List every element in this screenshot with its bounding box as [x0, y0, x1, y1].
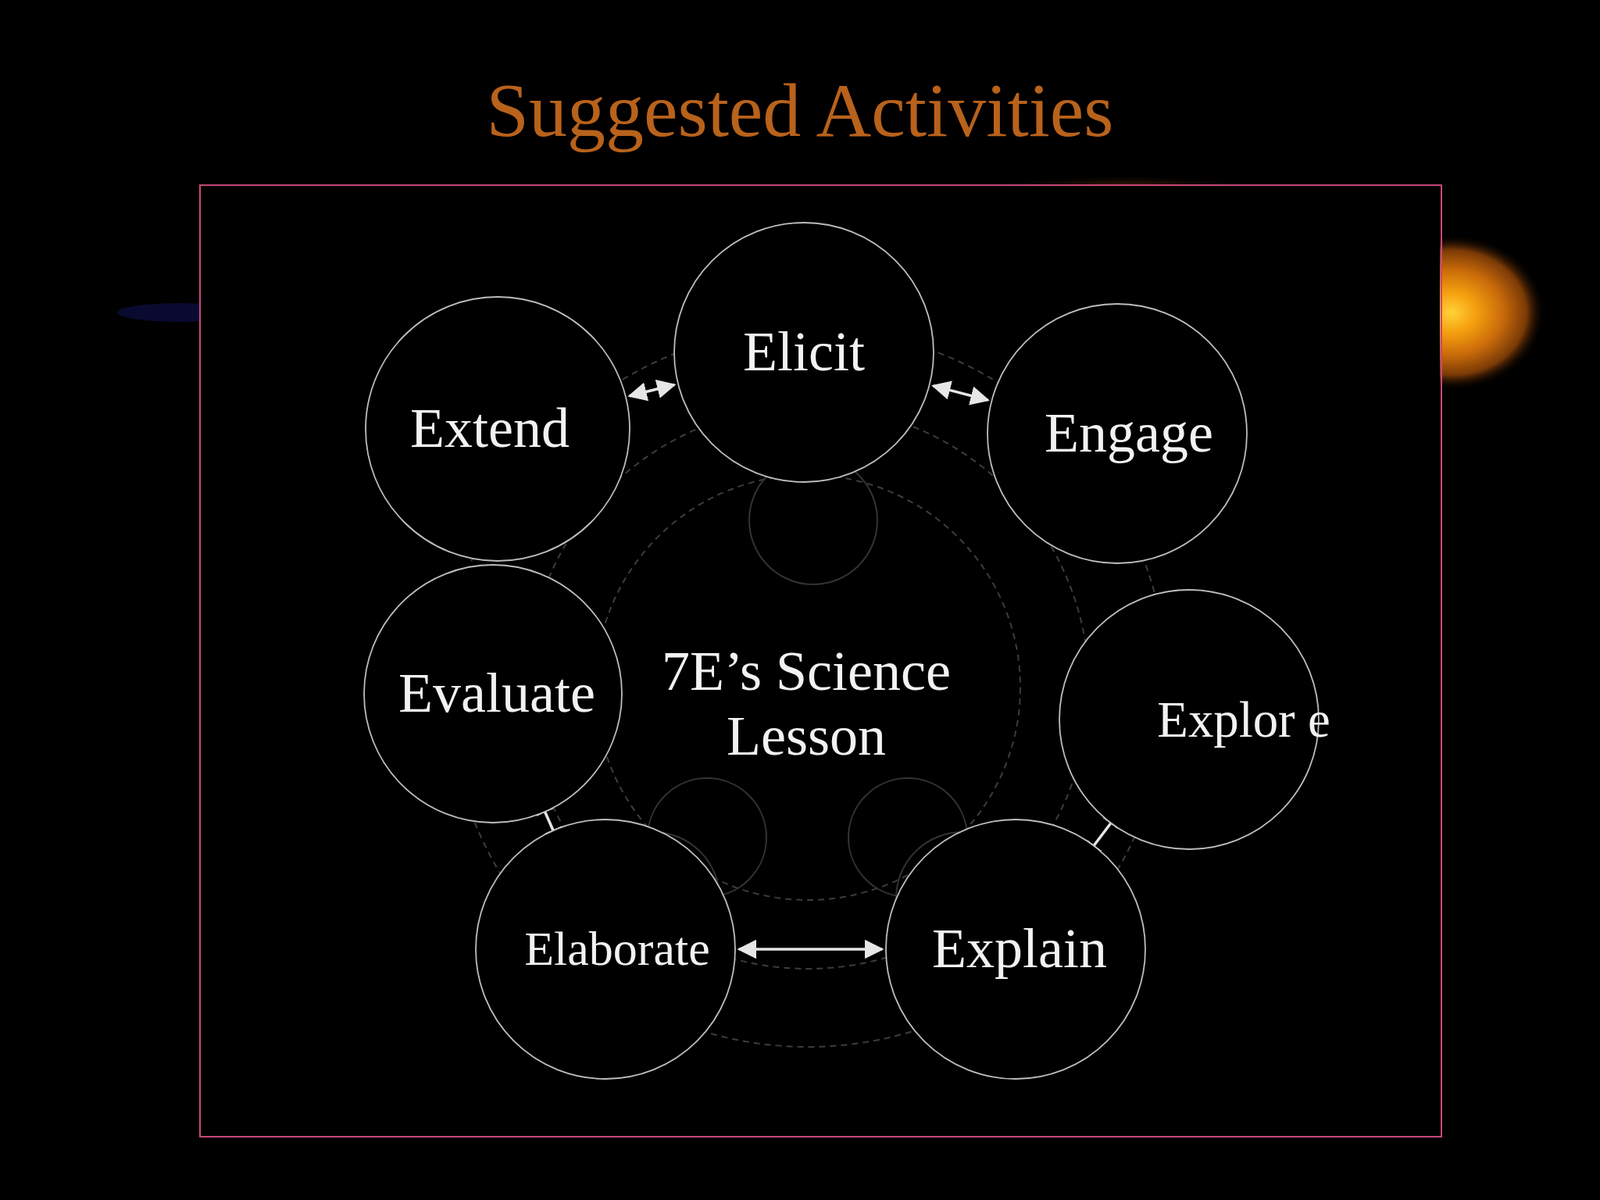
stage-circle: Explor e [1058, 589, 1320, 850]
stage-name: Elaborate [524, 923, 711, 975]
stage-circle: Explain [885, 818, 1147, 1080]
circle-content: Evaluate [363, 564, 623, 824]
circle-content: Engage [986, 303, 1248, 565]
circle-shape [885, 819, 1146, 1079]
stage-circle: Elicit [673, 221, 935, 483]
center-label: 7E’s Science Lesson [626, 639, 986, 769]
circle-content: Explor e [1058, 589, 1320, 850]
slide-title: Suggested Activities [0, 68, 1600, 154]
circle-shape [987, 303, 1247, 564]
circle-content: Explain [885, 818, 1147, 1080]
circle-shape [475, 819, 736, 1079]
stage-name: Engage [1044, 403, 1214, 464]
circle-content: Elaborate [475, 818, 736, 1080]
circle-content: Extend [364, 296, 631, 562]
stage-name: Explor e [1157, 692, 1330, 747]
stage-name: Explain [932, 919, 1108, 979]
circle-content: Elicit [673, 221, 935, 483]
circle-shape [365, 296, 630, 561]
stage-circle: Evaluate [363, 564, 623, 824]
circle-shape [674, 222, 934, 483]
cycle-arrow [739, 947, 883, 951]
stage-circle: Engage [986, 303, 1248, 565]
stage-name: Evaluate [398, 664, 596, 724]
stage-circle: Extend [364, 296, 631, 562]
circle-shape [364, 564, 622, 823]
frame-ground [200, 185, 1440, 1136]
stage-name: Elicit [742, 322, 865, 383]
stage-name: Extend [410, 399, 570, 459]
cycle-arrow [933, 385, 989, 400]
cycle-arrow [629, 384, 675, 396]
stage-circle: Elaborate [475, 818, 736, 1080]
